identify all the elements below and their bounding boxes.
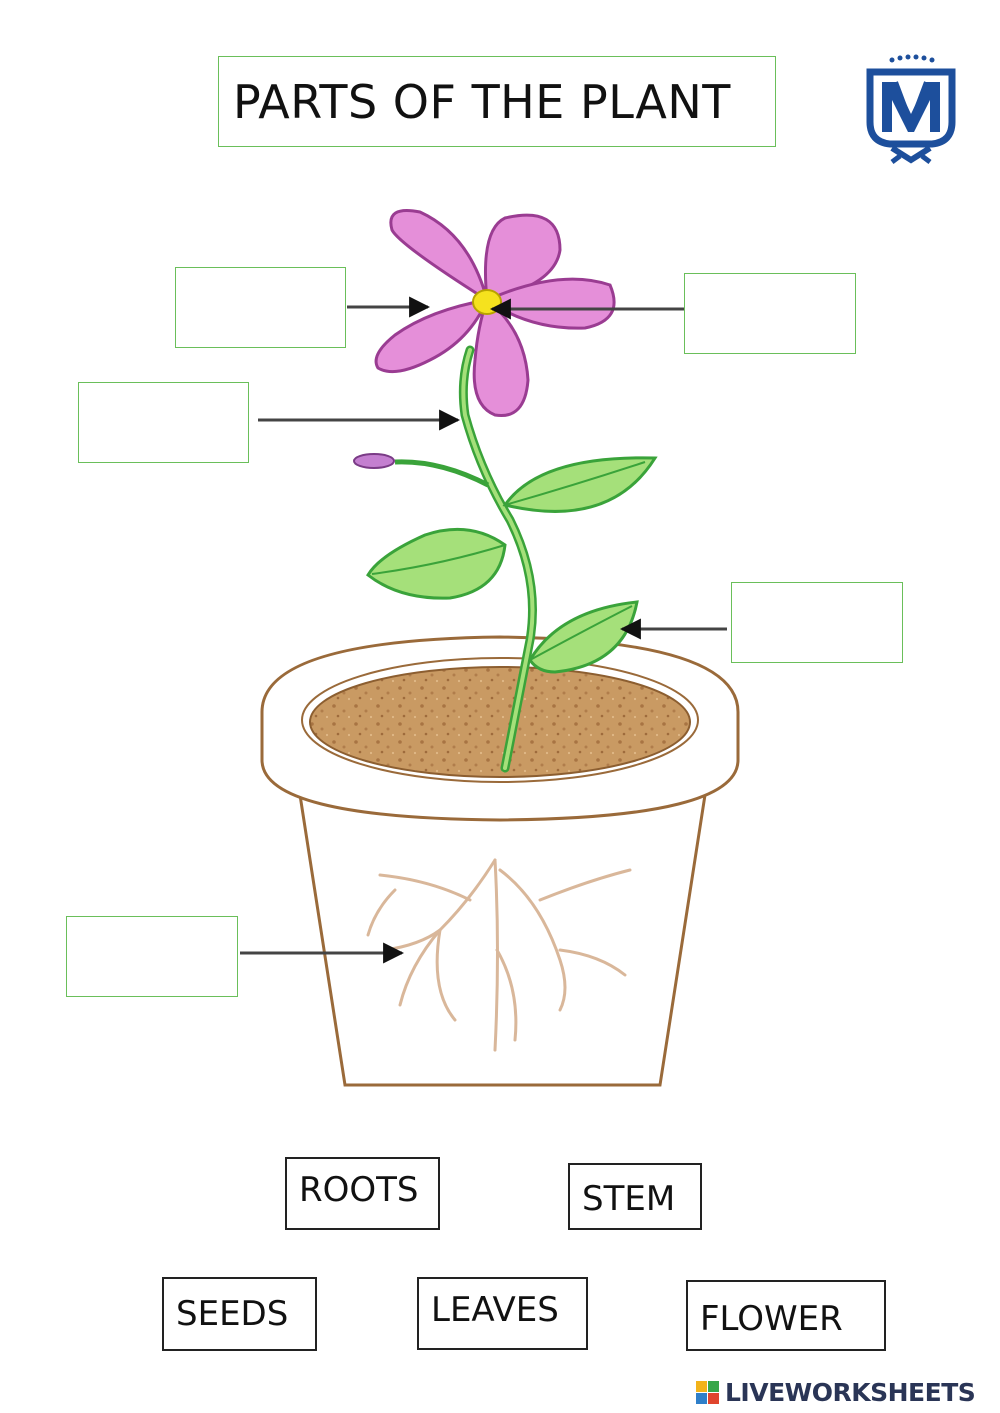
answer-box-flower[interactable] xyxy=(175,267,346,348)
word-bank-flower[interactable]: FLOWER xyxy=(686,1280,886,1351)
title-box: PARTS OF THE PLANT xyxy=(218,56,776,147)
soil xyxy=(309,666,691,778)
plant-diagram xyxy=(240,209,740,1087)
flower-bud xyxy=(353,453,395,469)
plant-roots xyxy=(366,858,632,1052)
word-bank-seeds[interactable]: SEEDS xyxy=(162,1277,317,1351)
footer-brand-text: LIVEWORKSHEETS xyxy=(725,1377,976,1407)
word-bank-stem[interactable]: STEM xyxy=(568,1163,702,1230)
page-title: PARTS OF THE PLANT xyxy=(233,74,731,129)
flower-pot xyxy=(260,635,740,1087)
label-arrows xyxy=(240,296,727,964)
liveworksheets-logo-icon xyxy=(696,1380,719,1404)
school-crest-icon xyxy=(866,54,956,164)
answer-box-stem[interactable] xyxy=(78,382,249,463)
footer-brand: LIVEWORKSHEETS xyxy=(696,1374,976,1410)
word-bank-roots[interactable]: ROOTS xyxy=(285,1157,440,1230)
flower-head xyxy=(374,209,616,418)
answer-box-seeds[interactable] xyxy=(684,273,856,354)
word-bank-leaves[interactable]: LEAVES xyxy=(417,1277,588,1350)
plant-leaves xyxy=(366,456,658,674)
answer-box-leaves[interactable] xyxy=(731,582,903,663)
answer-box-roots[interactable] xyxy=(66,916,238,997)
